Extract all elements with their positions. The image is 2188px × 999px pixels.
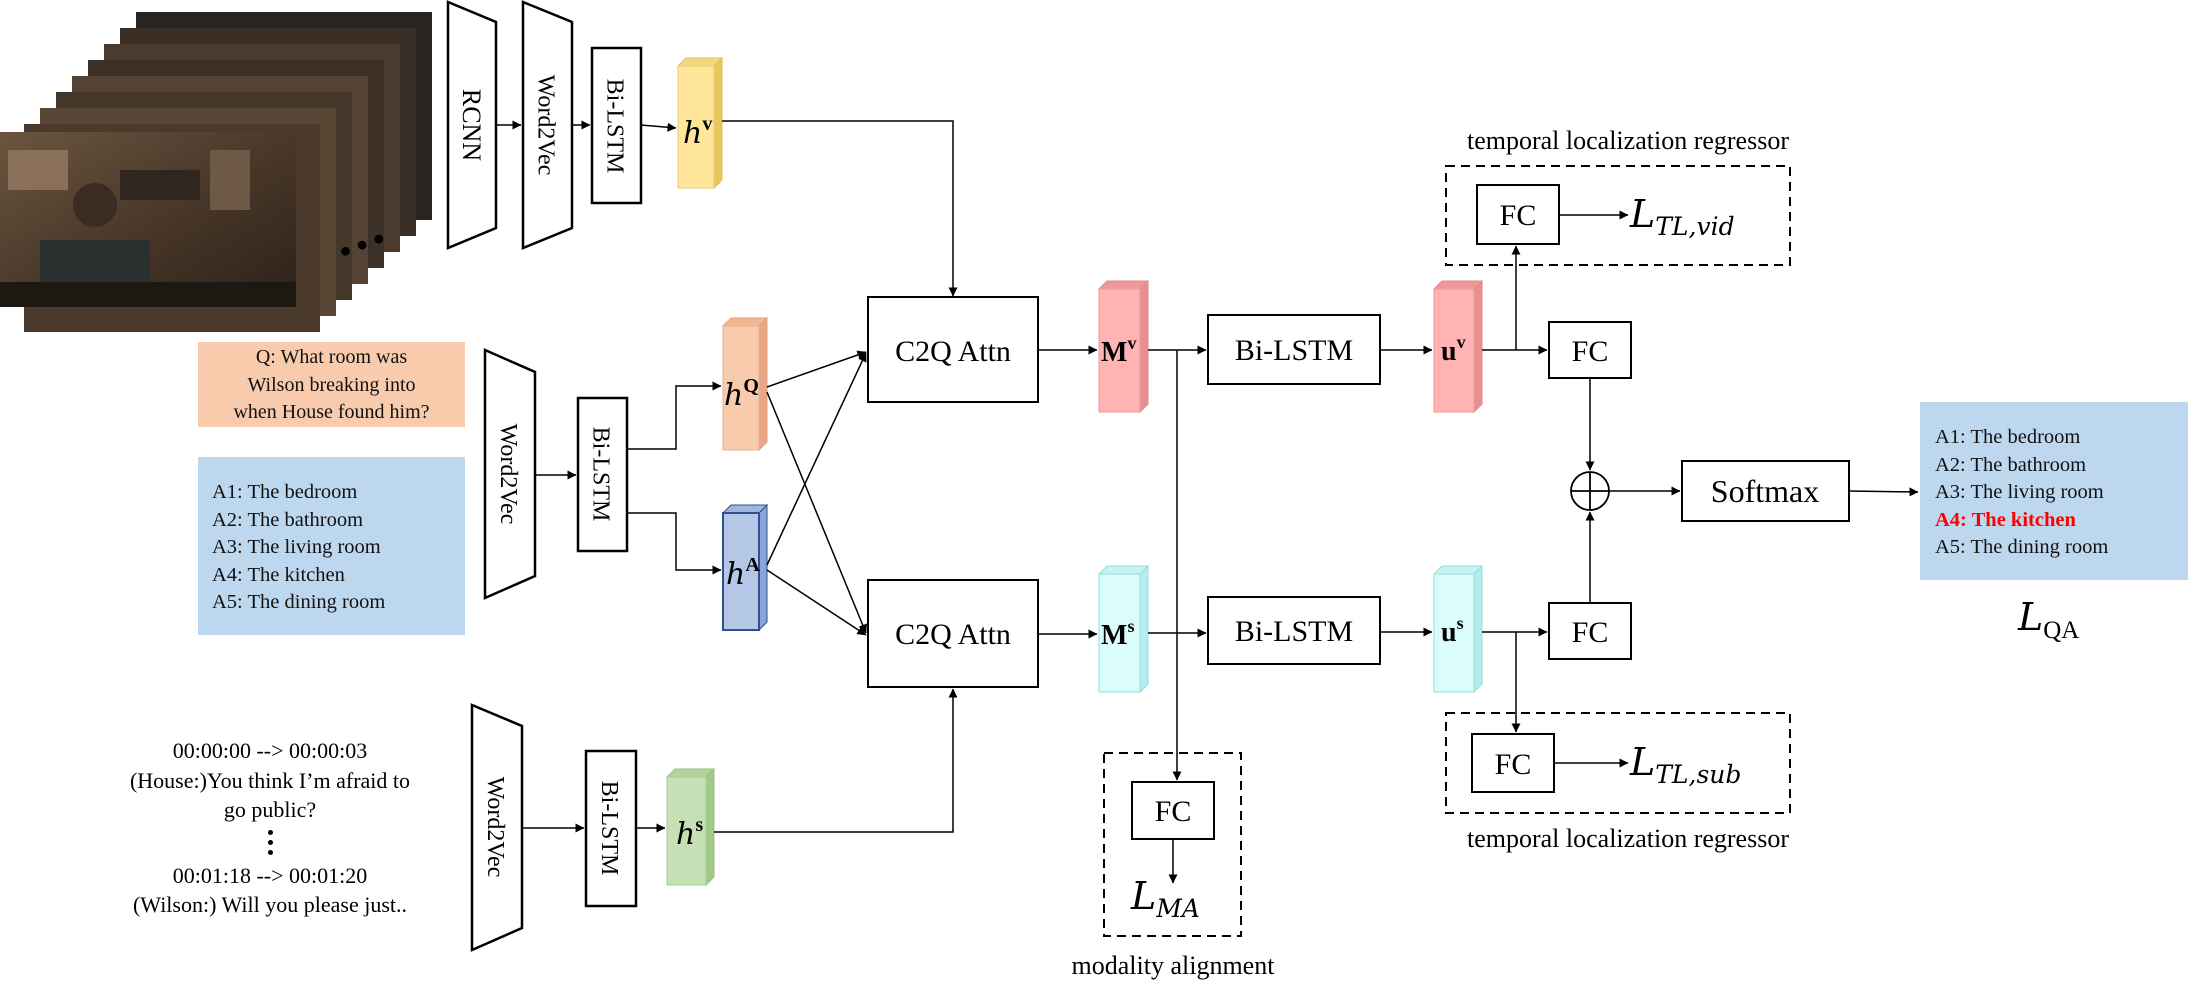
video-frame-front xyxy=(0,132,296,307)
answer-option: A1: The bedroom xyxy=(212,481,358,503)
fc-main-top: FC xyxy=(1548,321,1632,379)
question-line: when House found him? xyxy=(233,401,430,423)
svg-text:hQ: hQ xyxy=(724,375,759,413)
tl-bottom-caption: temporal localization regressor xyxy=(1467,824,1789,853)
svg-text:hA: hA xyxy=(726,554,760,592)
ms-feature: Ms xyxy=(1097,564,1150,694)
svg-text:Mv: Mv xyxy=(1101,333,1136,368)
video-arrows xyxy=(496,120,958,297)
modality-alignment: modality alignment FC LMA xyxy=(1072,752,1276,980)
qa-arrows xyxy=(535,350,867,636)
bilstm-top: Bi-LSTM xyxy=(1207,314,1381,385)
subtitle-timestamp: 00:00:00 --> 00:00:03 xyxy=(172,738,368,763)
softmax-block: Softmax xyxy=(1681,460,1850,522)
svg-text:hv: hv xyxy=(683,113,712,151)
lstm-to-u-arrows xyxy=(1380,345,1433,637)
svg-text:RCNN: RCNN xyxy=(457,89,486,161)
svg-text:FC: FC xyxy=(1155,795,1192,828)
loss-tl-vid: LTL,vid xyxy=(1629,192,1735,241)
vertical-ellipsis-icon xyxy=(100,825,440,861)
video-rcnn-block: RCNN xyxy=(446,0,498,250)
qa-bilstm-block: Bi-LSTM xyxy=(576,396,629,553)
output-answer-option: A3: The living room xyxy=(1935,481,2104,503)
tl-top-caption: temporal localization regressor xyxy=(1467,126,1789,155)
video-bilstm-block: Bi-LSTM xyxy=(590,46,643,205)
svg-text:Bi-LSTM: Bi-LSTM xyxy=(1235,615,1353,648)
bilstm-bottom: Bi-LSTM xyxy=(1207,596,1381,665)
ma-caption: modality alignment xyxy=(1072,951,1276,980)
sub-word2vec-block: Word2Vec xyxy=(470,703,524,952)
sub-arrows xyxy=(522,688,958,833)
ha-feature: hA xyxy=(721,503,769,632)
subtitle-text: 00:00:00 --> 00:00:03 (House:)You think … xyxy=(100,736,440,920)
fc-main-bottom: FC xyxy=(1548,602,1632,660)
loss-tl-sub: LTL,sub xyxy=(1629,740,1741,789)
output-answer-option: A2: The bathroom xyxy=(1935,453,2087,476)
question-line: Q: What room was xyxy=(255,346,408,368)
svg-text:Word2Vec: Word2Vec xyxy=(482,777,508,878)
svg-text:Bi-LSTM: Bi-LSTM xyxy=(596,781,622,876)
svg-text:C2Q Attn: C2Q Attn xyxy=(895,618,1011,651)
svg-text:Softmax: Softmax xyxy=(1711,473,1819,509)
answer-candidates: A1: The bedroom A2: The bathroom A3: The… xyxy=(198,457,465,635)
head-arrows xyxy=(1168,210,1919,884)
svg-text:Word2Vec: Word2Vec xyxy=(495,424,521,525)
hq-feature: hQ xyxy=(721,316,769,452)
svg-text:us: us xyxy=(1441,613,1464,648)
svg-text:FC: FC xyxy=(1495,748,1532,781)
svg-text:Ms: Ms xyxy=(1101,616,1134,651)
sub-bilstm-block: Bi-LSTM xyxy=(584,749,638,908)
svg-text:uv: uv xyxy=(1441,332,1466,367)
subtitle-line: (Wilson:) Will you please just.. xyxy=(132,892,407,917)
answer-option: A5: The dining room xyxy=(212,591,386,613)
c2q-attn-bottom: C2Q Attn xyxy=(867,579,1039,688)
svg-text:Bi-LSTM: Bi-LSTM xyxy=(1235,334,1353,367)
video-word2vec-block: Word2Vec xyxy=(521,0,574,250)
attn-to-memory-arrows xyxy=(1038,345,1207,781)
c2q-attn-top: C2Q Attn xyxy=(867,296,1039,403)
hs-feature: hs xyxy=(665,767,716,887)
subtitle-timestamp: 00:01:18 --> 00:01:20 xyxy=(172,862,368,888)
svg-text:FC: FC xyxy=(1500,199,1537,232)
answer-option: A2: The bathroom xyxy=(212,508,364,531)
svg-text:C2Q Attn: C2Q Attn xyxy=(895,335,1011,368)
video-frames: ••• xyxy=(0,12,432,332)
svg-text:FC: FC xyxy=(1572,335,1609,368)
loss-ma: LMA xyxy=(1130,874,1200,923)
sum-operator-icon xyxy=(1570,471,1610,511)
svg-text:hs: hs xyxy=(676,814,703,852)
tl-regressor-bottom: temporal localization regressor FC LTL,s… xyxy=(1445,712,1791,853)
output-answer-correct: A4: The kitchen xyxy=(1935,508,2076,531)
svg-text:Word2Vec: Word2Vec xyxy=(533,75,559,176)
question-box: Q: What room was Wilson breaking into wh… xyxy=(198,342,465,427)
output-answer-option: A5: The dining room xyxy=(1935,536,2109,558)
us-feature: us xyxy=(1432,564,1484,694)
question-line: Wilson breaking into xyxy=(247,373,416,396)
uv-feature: uv xyxy=(1432,279,1484,414)
mv-feature: Mv xyxy=(1097,279,1150,414)
loss-qa: LQA xyxy=(2017,595,2079,644)
hv-feature: hv xyxy=(676,56,724,190)
subtitle-line: (House:)You think I’m afraid to xyxy=(129,767,411,793)
answer-option: A3: The living room xyxy=(212,536,381,558)
svg-text:Bi-LSTM: Bi-LSTM xyxy=(602,79,628,174)
tl-regressor-top: temporal localization regressor FC LTL,v… xyxy=(1445,126,1791,266)
subtitle-line: go public? xyxy=(223,797,317,822)
output-answer-option: A1: The bedroom xyxy=(1935,426,2081,448)
predicted-answers: A1: The bedroom A2: The bathroom A3: The… xyxy=(1920,402,2188,580)
qa-word2vec-block: Word2Vec xyxy=(483,348,537,600)
svg-text:Bi-LSTM: Bi-LSTM xyxy=(588,427,614,522)
answer-option: A4: The kitchen xyxy=(212,563,345,586)
svg-text:FC: FC xyxy=(1572,616,1609,649)
